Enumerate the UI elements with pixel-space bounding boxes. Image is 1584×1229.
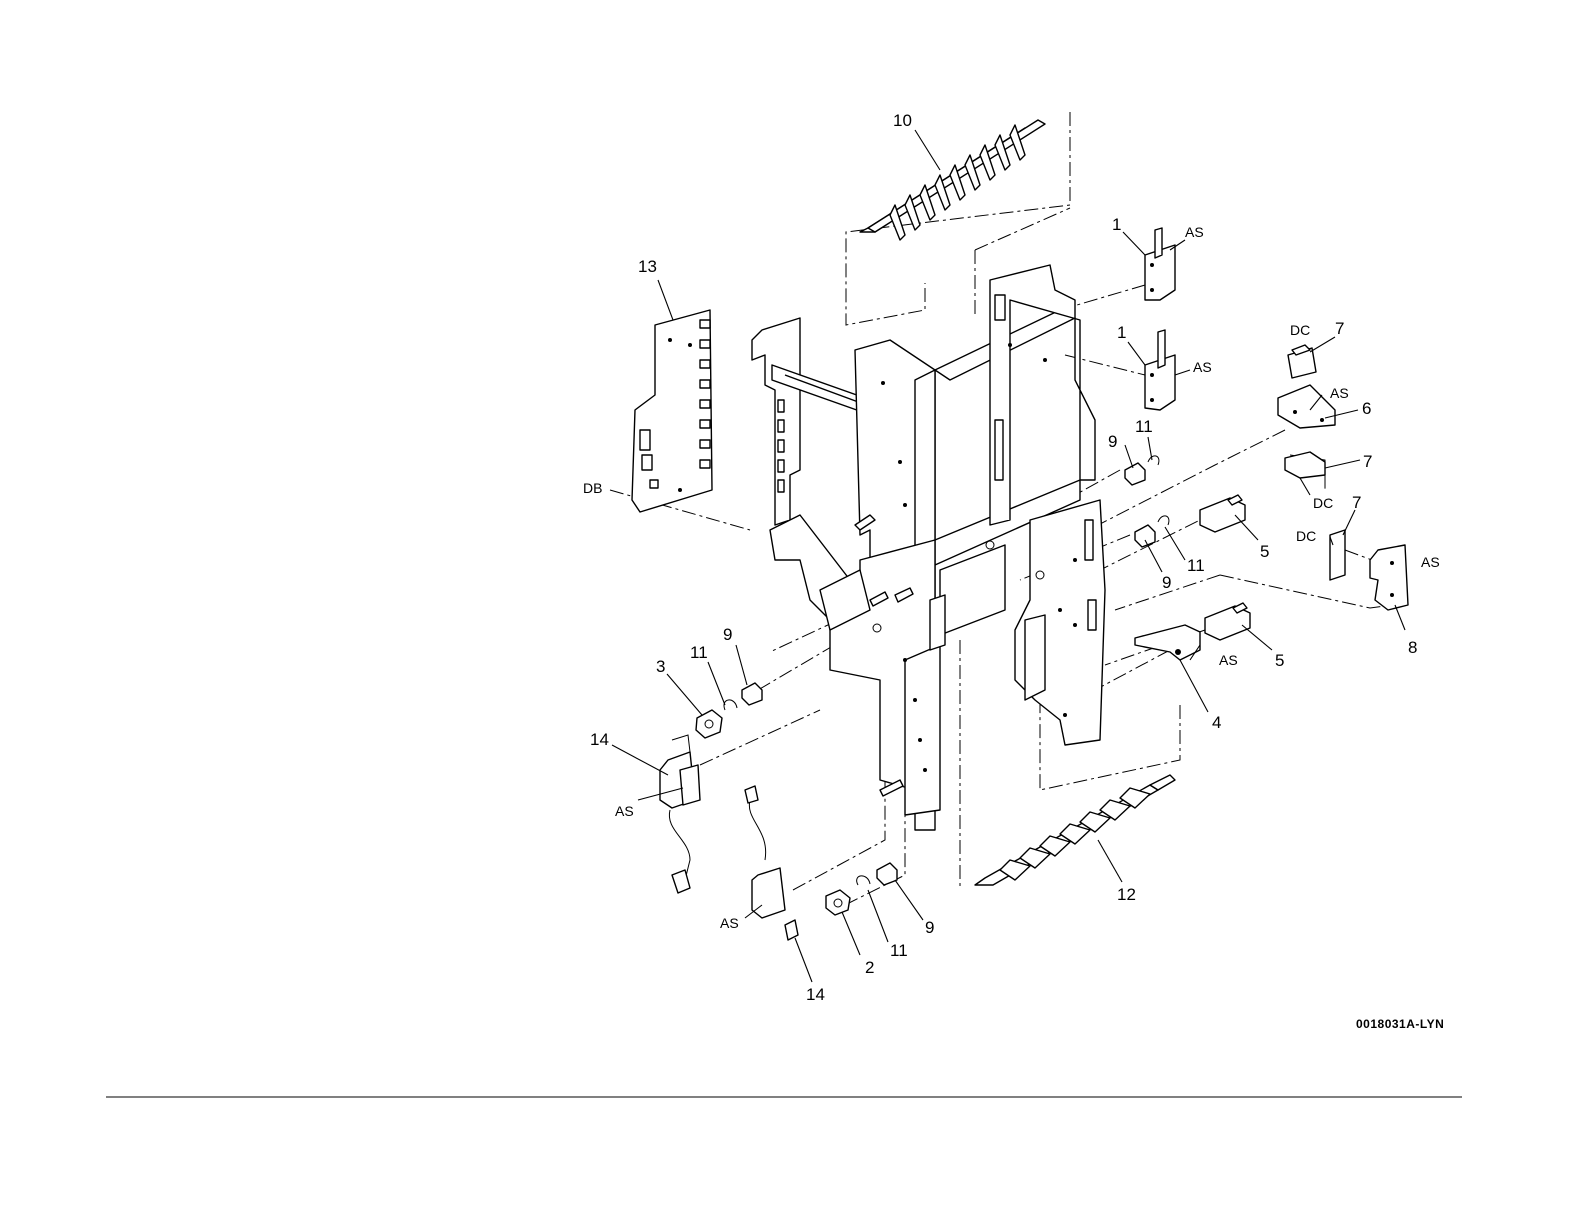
part-14-solenoid-lower <box>745 786 798 940</box>
main-frame <box>752 265 1105 830</box>
part-1-sensor-upper <box>1145 228 1175 300</box>
callout-11: 11 <box>1135 417 1153 436</box>
part-7-magnet-upper <box>1288 345 1316 378</box>
callout-13: 13 <box>638 257 657 276</box>
figure-id: 0018031A-LYN <box>1356 1017 1444 1031</box>
part-9-bearing-a <box>1125 463 1145 485</box>
code-labels: AS AS DC AS DC DC AS AS DB AS AS <box>583 224 1440 931</box>
part-9-bearing-c <box>742 683 762 705</box>
part-11-clip-b <box>1158 516 1169 525</box>
part-4-bracket <box>1135 625 1200 660</box>
callout-14: 14 <box>590 730 609 749</box>
callout-1: 1 <box>1117 323 1126 342</box>
code-db: DB <box>583 480 602 496</box>
part-6-bracket <box>1278 385 1335 428</box>
code-as: AS <box>615 803 634 819</box>
code-as: AS <box>720 915 739 931</box>
callout-9: 9 <box>925 918 934 937</box>
code-as: AS <box>1193 359 1212 375</box>
part-12-roller <box>975 775 1175 885</box>
code-as: AS <box>1185 224 1204 240</box>
part-1-sensor-lower <box>1145 330 1175 410</box>
part-13-pwb <box>632 310 712 512</box>
callout-7: 7 <box>1352 493 1361 512</box>
part-2-gear <box>826 890 850 915</box>
part-3-gear <box>696 710 722 738</box>
part-14-solenoid-upper <box>660 735 700 893</box>
part-7-magnet-lower <box>1330 530 1345 580</box>
code-dc: DC <box>1296 528 1316 544</box>
part-7-magnet-middle <box>1285 452 1325 478</box>
callout-1: 1 <box>1112 215 1121 234</box>
callout-14: 14 <box>806 985 825 1004</box>
callout-2: 2 <box>865 958 874 977</box>
part-5-switch-upper <box>1200 495 1245 532</box>
part-11-clip-a <box>1148 456 1159 465</box>
callout-11: 11 <box>690 643 708 662</box>
callout-9: 9 <box>1108 432 1117 451</box>
callout-11: 11 <box>890 941 908 960</box>
code-as: AS <box>1421 554 1440 570</box>
callout-9: 9 <box>1162 573 1171 592</box>
part-9-bearing-d <box>877 863 897 885</box>
callout-4: 4 <box>1212 713 1221 732</box>
roller-fins-lower <box>1000 788 1150 880</box>
leader-lines <box>612 130 1405 982</box>
part-10-roller <box>860 120 1045 240</box>
part-9-bearing-b <box>1135 525 1155 547</box>
callout-7: 7 <box>1363 452 1372 471</box>
code-as: AS <box>1330 385 1349 401</box>
callout-6: 6 <box>1362 399 1371 418</box>
callout-9: 9 <box>723 625 732 644</box>
callout-7: 7 <box>1335 319 1344 338</box>
part-5-switch-lower <box>1205 603 1250 640</box>
callout-11: 11 <box>1187 556 1205 575</box>
callout-8: 8 <box>1408 638 1417 657</box>
callout-5: 5 <box>1260 542 1269 561</box>
code-as: AS <box>1219 652 1238 668</box>
code-dc: DC <box>1290 322 1310 338</box>
part-8-bracket <box>1370 545 1408 610</box>
code-dc: DC <box>1313 495 1333 511</box>
callout-10: 10 <box>893 111 912 130</box>
part-11-clip-d <box>857 876 870 885</box>
part-11-clip-c <box>724 700 737 710</box>
callout-5: 5 <box>1275 651 1284 670</box>
callout-3: 3 <box>656 657 665 676</box>
callout-12: 12 <box>1117 885 1136 904</box>
